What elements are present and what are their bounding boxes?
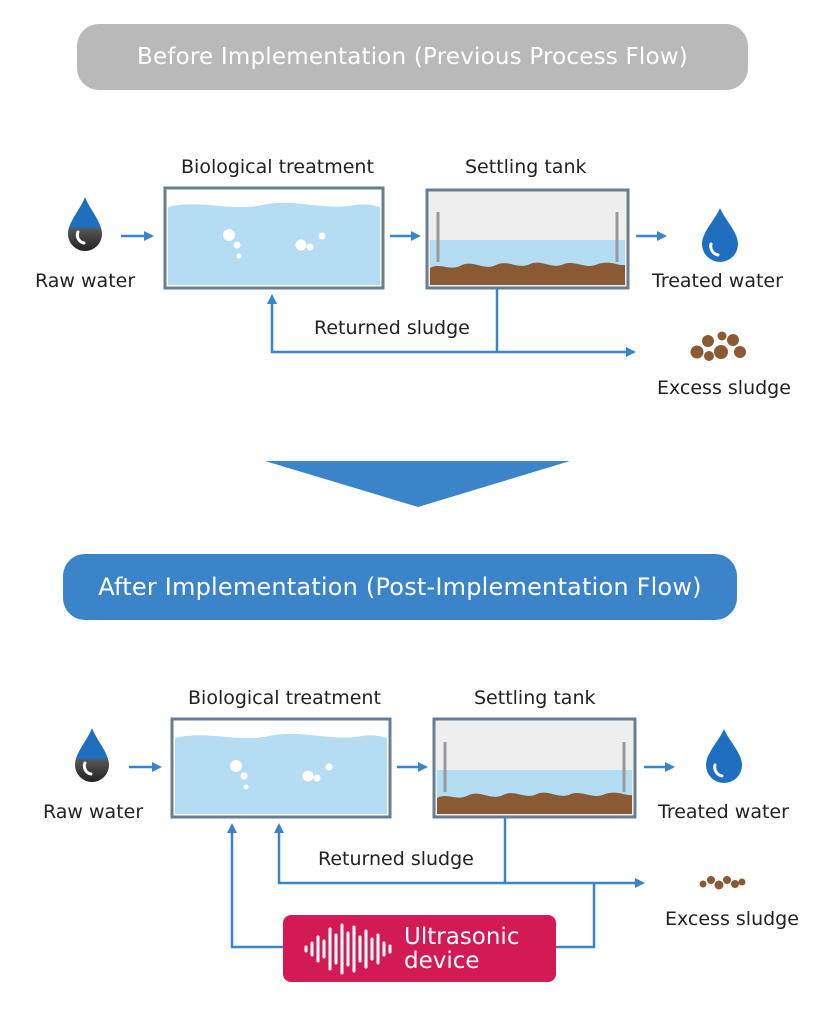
line-to-ultrasonic-device bbox=[556, 883, 596, 949]
sound-wave-icon bbox=[304, 923, 392, 975]
excess-sludge-label-after: Excess sludge bbox=[665, 908, 799, 930]
biological-treatment-tank bbox=[163, 186, 385, 290]
settling-tank-after bbox=[432, 717, 637, 819]
returned-sludge-label: Returned sludge bbox=[314, 317, 470, 339]
bio-treatment-label: Biological treatment bbox=[181, 156, 374, 178]
raw-water-label-after: Raw water bbox=[43, 801, 144, 823]
after-banner: After Implementation (Post-Implementatio… bbox=[63, 554, 737, 620]
raw-water-drop-icon bbox=[68, 197, 102, 251]
bio-treatment-label-after: Biological treatment bbox=[188, 687, 381, 709]
after-title: After Implementation (Post-Implementatio… bbox=[98, 573, 702, 601]
biological-treatment-tank-after bbox=[170, 717, 392, 819]
arrow-ultrasonic-to-bio bbox=[227, 823, 283, 949]
ultrasonic-device-label: Ultrasonic device bbox=[404, 925, 519, 973]
raw-water-label: Raw water bbox=[35, 270, 136, 292]
excess-sludge-icon-after bbox=[699, 876, 746, 890]
excess-sludge-icon bbox=[690, 331, 746, 361]
treated-water-drop-icon bbox=[702, 208, 738, 262]
returned-sludge-label-after: Returned sludge bbox=[318, 848, 474, 870]
returned-sludge-arrow-after bbox=[274, 823, 505, 885]
raw-water-drop-icon-after bbox=[75, 728, 109, 782]
excess-sludge-label: Excess sludge bbox=[657, 377, 791, 399]
ultrasonic-device-line2: device bbox=[404, 948, 480, 974]
settling-tank-label: Settling tank bbox=[465, 156, 587, 178]
before-title: Before Implementation (Previous Process … bbox=[137, 44, 688, 70]
ultrasonic-device-line1: Ultrasonic bbox=[404, 924, 520, 950]
transition-down-arrow bbox=[265, 461, 570, 507]
treated-water-label-after: Treated water bbox=[658, 801, 789, 823]
ultrasonic-device-box: Ultrasonic device bbox=[283, 915, 556, 982]
returned-sludge-arrow bbox=[267, 294, 497, 354]
treated-water-label: Treated water bbox=[652, 270, 783, 292]
before-banner: Before Implementation (Previous Process … bbox=[77, 24, 748, 90]
settling-tank bbox=[425, 188, 630, 290]
settling-tank-label-after: Settling tank bbox=[474, 687, 596, 709]
treated-water-drop-icon-after bbox=[706, 729, 742, 783]
